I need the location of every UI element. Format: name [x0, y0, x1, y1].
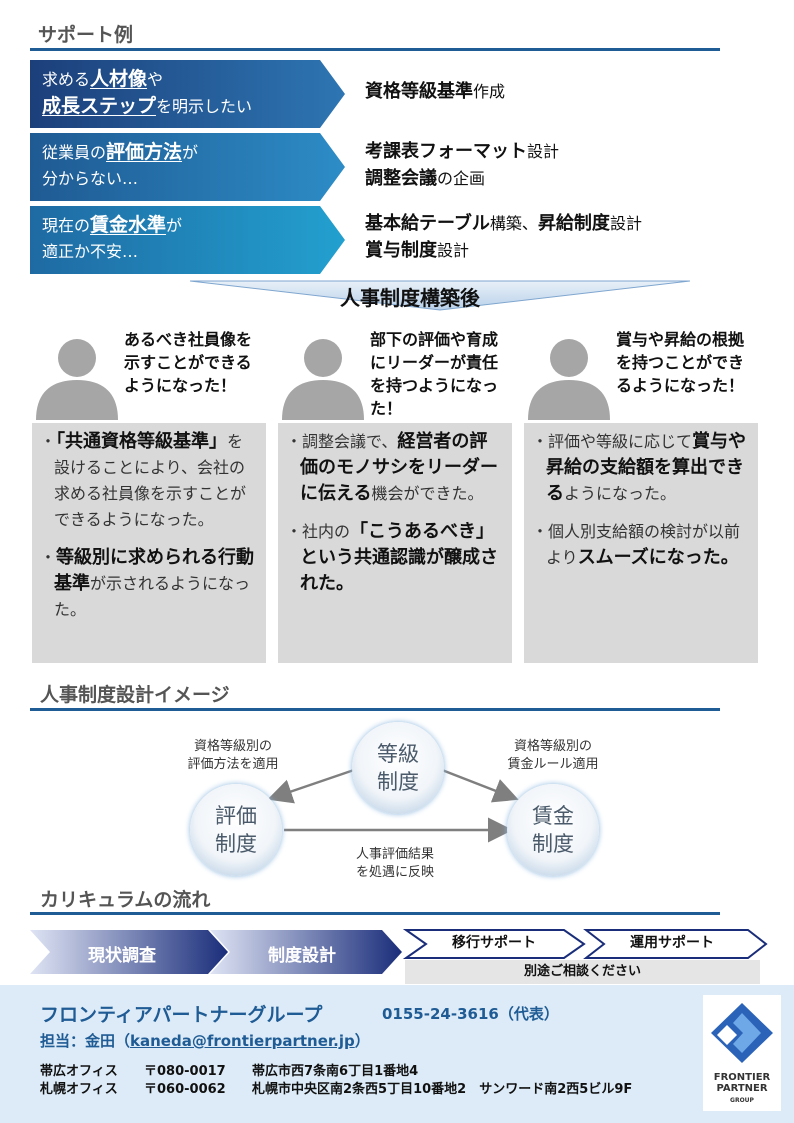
curriculum-steps [30, 929, 768, 974]
design-section-title: 人事制度設計イメージ [40, 684, 230, 706]
answer-line: 資格等級基準作成 [365, 81, 506, 102]
column-3-bullet-1: ・評価や等級に応じて賞与や昇給の支給額を算出できるようになった。 [532, 431, 747, 504]
after-banner-label: 人事制度構築後 [340, 286, 480, 310]
column-3-box: ・評価や等級に応じて賞与や昇給の支給額を算出できるようになった。 ・個人別支給額… [524, 423, 758, 663]
column-1-bullet-2: ・等級別に求められる行動基準が示されるようになった。 [40, 547, 255, 619]
note-evaluation-apply: 資格等級別の評価方法を適用 [187, 739, 279, 772]
step-transition-support: 移行サポート [452, 935, 536, 951]
support-section-rule [30, 48, 720, 51]
row-2-arrow-shape [30, 133, 345, 201]
footer-company-name: フロンティアパートナーグループ [40, 1004, 323, 1026]
step-current-survey: 現状調査 [88, 946, 156, 966]
design-section-rule [30, 708, 720, 711]
support-row-1: 求める人材像や成長ステップを明示したい [30, 60, 345, 128]
row-2-answer: 考課表フォーマット設計調整会議の企画 [365, 138, 559, 192]
note-wage-apply: 資格等級別の賃金ルール適用 [507, 739, 599, 772]
column-2-lead: 部下の評価や育成にリーダーが責任を持つようになった！ [370, 330, 499, 418]
answer-line: 基本給テーブル構築、昇給制度設計 [365, 213, 642, 234]
circle-evaluation-system: 評価制度 [190, 784, 282, 876]
company-logo: FRONTIER PARTNER GROUP [703, 995, 781, 1111]
support-row-3: 現在の賃金水準が適正か不安… [30, 206, 345, 274]
step-system-design: 制度設計 [268, 946, 336, 966]
footer-phone: 0155-24-3616（代表） [382, 1005, 559, 1023]
row-2-problem: 従業員の評価方法が分からない… [42, 141, 199, 188]
column-2-bullet-1: ・調整会議で、経営者の評価のモノサシをリーダーに伝える機会ができた。 [286, 431, 498, 504]
support-section-title: サポート例 [38, 24, 134, 46]
column-1-box: ・「共通資格等級基準」を設けることにより、会社の求める社員像を示すことができるよ… [32, 423, 266, 663]
circle-wage-system: 賃金制度 [507, 784, 599, 876]
row-1-answer: 資格等級基準作成 [365, 78, 505, 105]
logo-mark-icon [711, 1003, 773, 1063]
person-icon-1 [36, 339, 118, 420]
column-1-lead: あるべき社員像を示すことができるようになった！ [124, 330, 253, 395]
row-3-arrow-shape [30, 206, 345, 274]
note-result-reflect: 人事評価結果を処遇に反映 [355, 847, 434, 880]
row-1-problem: 求める人材像や成長ステップを明示したい [42, 68, 253, 117]
circle-grade-system: 等級制度 [352, 722, 444, 814]
column-2-bullet-2: ・社内の「こうあるべき」という共通認識が醸成された。 [286, 521, 498, 594]
step-operation-support: 運用サポート [630, 935, 714, 951]
row-3-problem: 現在の賃金水準が適正か不安… [42, 214, 183, 261]
answer-line: 考課表フォーマット設計 [365, 141, 560, 162]
design-arrows [267, 768, 519, 843]
person-icon-2 [282, 339, 364, 420]
after-banner-triangle [190, 280, 690, 311]
row-1-arrow-shape [30, 60, 345, 128]
curriculum-section-title: カリキュラムの流れ [40, 889, 211, 911]
consult-note: 別途ご相談ください [405, 960, 760, 984]
column-2-box: ・調整会議で、経営者の評価のモノサシをリーダーに伝える機会ができた。 ・社内の「… [278, 423, 512, 663]
column-1-bullet-1: ・「共通資格等級基準」を設けることにより、会社の求める社員像を示すことができるよ… [40, 431, 247, 529]
column-3-lead: 賞与や昇給の根拠を持つことができるようになった！ [616, 330, 745, 395]
support-row-2: 従業員の評価方法が分からない… [30, 133, 345, 201]
row-3-answer: 基本給テーブル構築、昇給制度設計賞与制度設計 [365, 210, 642, 264]
answer-line: 賞与制度設計 [365, 240, 470, 261]
footer-contact: 担当：金田（kaneda@frontierpartner.jp） [40, 1032, 370, 1050]
footer [0, 985, 794, 1123]
footer-email-link[interactable]: kaneda@frontierpartner.jp [130, 1032, 355, 1050]
person-icon-3 [528, 339, 610, 420]
column-3-bullet-2: ・個人別支給額の検討が以前よりスムーズになった。 [532, 522, 741, 568]
curriculum-section-rule [30, 912, 720, 915]
answer-line: 調整会議の企画 [365, 168, 486, 189]
